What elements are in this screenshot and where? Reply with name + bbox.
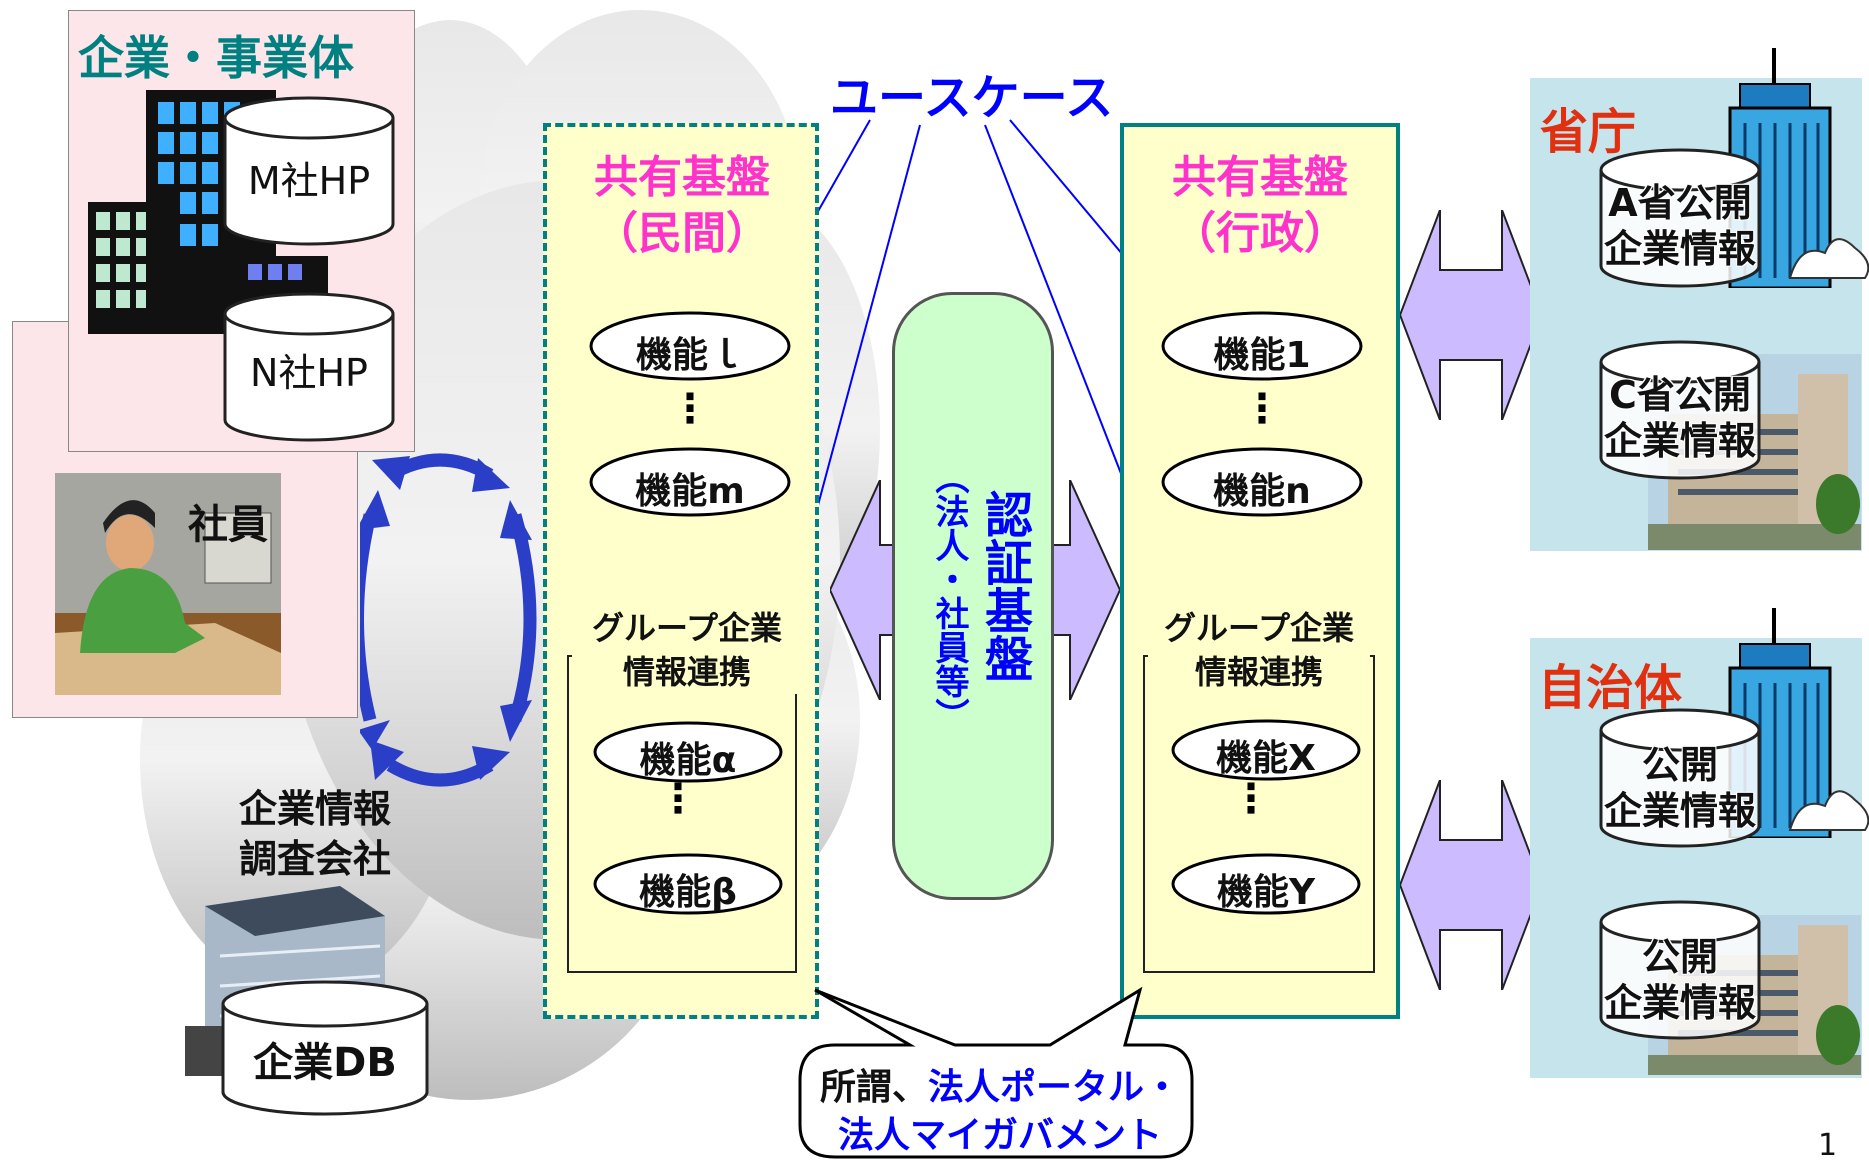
database-cylinder bbox=[1599, 148, 1761, 288]
auth-platform-box bbox=[892, 292, 1054, 900]
site-label-n: N社HP bbox=[250, 351, 368, 395]
function-ellipse bbox=[593, 721, 783, 783]
usecase-label: ユースケース bbox=[830, 70, 1114, 126]
ministry-title: 省庁 bbox=[1540, 104, 1637, 160]
function-ellipse bbox=[589, 311, 791, 381]
enterprise-title: 企業・事業体 bbox=[78, 31, 354, 85]
vertical-dots: ⋮ bbox=[1231, 776, 1271, 822]
bidirectional-arrow bbox=[1400, 780, 1542, 990]
private-title-line1: 共有基盤 bbox=[594, 152, 770, 203]
vertical-dots: ⋮ bbox=[670, 386, 710, 432]
function-ellipse bbox=[589, 447, 791, 517]
municipality-db-2: 公開 企業情報 bbox=[1595, 934, 1765, 1026]
callout-line2: 法人マイガバメント bbox=[837, 1115, 1162, 1156]
function-ellipse bbox=[593, 853, 783, 915]
enterprise-db-label: 企業DB bbox=[253, 1040, 397, 1086]
function-ellipse bbox=[1171, 719, 1361, 781]
gov-group-line1: グループ企業 bbox=[1163, 609, 1355, 647]
auth-subtitle: （法人・社員等） bbox=[929, 460, 969, 732]
vertical-dots: ⋮ bbox=[1242, 386, 1282, 432]
municipality-db-1: 公開 企業情報 bbox=[1595, 742, 1765, 834]
database-cylinder bbox=[1599, 900, 1761, 1040]
ministry-db-1-line1: A省公開 bbox=[1608, 181, 1752, 225]
function-ellipse bbox=[1171, 853, 1361, 915]
callout-prefix: 所謂、 bbox=[819, 1067, 928, 1108]
municipality-db-2-line1: 公開 bbox=[1641, 935, 1718, 979]
database-cylinder bbox=[221, 980, 429, 1116]
ministry-db-2-line1: C省公開 bbox=[1609, 373, 1751, 417]
gov-group-line2: 情報連携 bbox=[1194, 653, 1323, 691]
private-group-function-1: 機能α bbox=[639, 740, 737, 781]
private-group-title: グループ企業 情報連携 bbox=[572, 606, 802, 694]
gov-title-line1: 共有基盤 bbox=[1172, 152, 1348, 203]
site-label-m: M社HP bbox=[247, 159, 371, 203]
database-cylinder bbox=[223, 292, 395, 442]
research-line1: 企業情報 bbox=[238, 787, 391, 831]
ministry-db-2-line2: 企業情報 bbox=[1603, 419, 1756, 463]
callout-bubble bbox=[798, 986, 1194, 1159]
municipality-db-2-line2: 企業情報 bbox=[1603, 981, 1756, 1025]
ministry-db-1-line2: 企業情報 bbox=[1603, 227, 1756, 271]
gov-platform-title: 共有基盤 （行政） bbox=[1124, 150, 1396, 262]
gov-group-function-2: 機能Y bbox=[1216, 872, 1316, 913]
vertical-dots: ⋮ bbox=[658, 776, 698, 822]
municipality-db-1-line2: 企業情報 bbox=[1603, 789, 1756, 833]
research-line2: 調査会社 bbox=[238, 837, 391, 881]
database-cylinder bbox=[1599, 340, 1761, 480]
gov-title-line2: （行政） bbox=[1172, 208, 1348, 259]
database-cylinder bbox=[223, 96, 395, 246]
gov-group-function-1: 機能X bbox=[1216, 738, 1316, 779]
private-platform-title: 共有基盤 （民間） bbox=[547, 150, 817, 262]
private-title-line2: （民間） bbox=[594, 208, 770, 259]
ministry-db-1: A省公開 企業情報 bbox=[1595, 180, 1765, 272]
gov-function-2: 機能n bbox=[1213, 471, 1311, 512]
employee-illustration bbox=[55, 473, 281, 695]
sync-cycle-arrows bbox=[360, 453, 537, 787]
gov-function-1: 機能1 bbox=[1213, 335, 1311, 376]
municipality-title: 自治体 bbox=[1538, 660, 1683, 716]
callout-highlight: 法人ポータル・ bbox=[928, 1067, 1181, 1108]
employee-label: 社員 bbox=[188, 502, 268, 548]
private-function-1: 機能ｌ bbox=[635, 335, 744, 376]
bidirectional-arrow bbox=[1400, 210, 1542, 420]
database-cylinder bbox=[1599, 708, 1761, 848]
callout-text: 所謂、法人ポータル・ 法人マイガバメント bbox=[800, 1064, 1200, 1160]
ministry-db-2: C省公開 企業情報 bbox=[1595, 372, 1765, 464]
function-ellipse bbox=[1161, 311, 1363, 381]
function-ellipse bbox=[1161, 447, 1363, 517]
private-group-function-2: 機能β bbox=[639, 872, 737, 913]
private-group-line2: 情報連携 bbox=[622, 653, 751, 691]
page-number: 1 bbox=[1818, 1128, 1838, 1163]
private-function-2: 機能m bbox=[635, 471, 745, 512]
gov-group-title: グループ企業 情報連携 bbox=[1148, 606, 1370, 694]
municipality-db-1-line1: 公開 bbox=[1641, 743, 1718, 787]
research-company-label: 企業情報 調査会社 bbox=[215, 784, 415, 884]
private-group-line1: グループ企業 bbox=[591, 609, 783, 647]
auth-title: 認証基盤 bbox=[976, 490, 1032, 682]
